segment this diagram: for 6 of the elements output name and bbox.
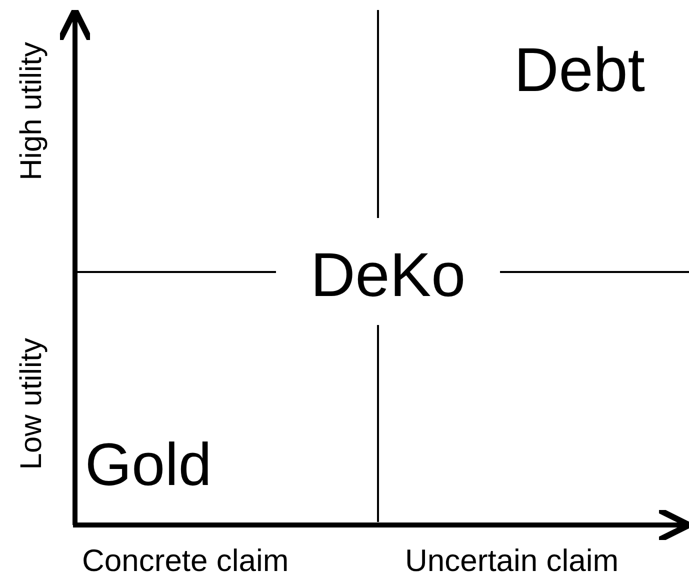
axis-label: Uncertain claim (405, 545, 619, 576)
axis-label: Concrete claim (82, 545, 289, 576)
quadrant-label: Gold (85, 435, 212, 495)
quadrant-label: Debt (514, 40, 645, 102)
axis-label: Low utility (17, 338, 47, 470)
axis-label: High utility (17, 42, 47, 180)
